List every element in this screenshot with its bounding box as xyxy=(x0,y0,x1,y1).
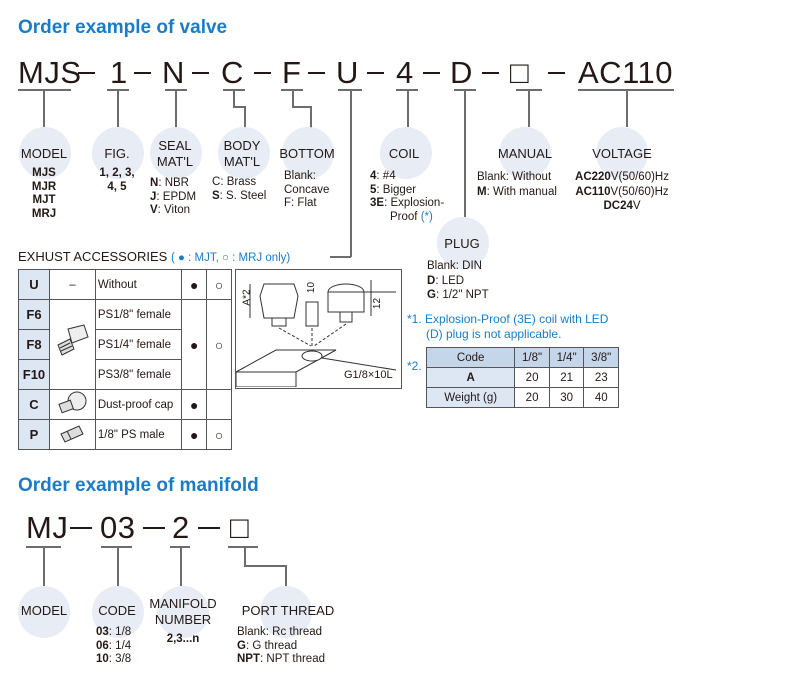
manifold-code-thread: □ xyxy=(230,510,250,545)
coil-values: 4: #4 5: Bigger 3E: Explosion- Proof (*) xyxy=(370,170,445,223)
coil-circle xyxy=(380,127,432,179)
voltage-values: AC220V(50/60)Hz AC110V(50/60)Hz DC24V xyxy=(575,171,669,212)
manifold-code-code: 03 xyxy=(100,510,136,545)
manual-circle xyxy=(499,127,551,179)
dash xyxy=(254,72,271,74)
dash xyxy=(70,527,92,529)
body-circle xyxy=(218,127,270,179)
note-1: *1. Explosion-Proof (3E) coil with LED(D… xyxy=(407,312,609,341)
code-plug: D xyxy=(450,55,473,90)
seal-values: N: NBR J: EPDM V: Viton xyxy=(150,177,197,216)
voltage-label: VOLTAGE xyxy=(592,146,652,161)
plug-circle xyxy=(437,217,489,269)
code-voltage: AC110 xyxy=(578,55,673,90)
manifold-model-label: MODEL xyxy=(20,603,68,618)
dash xyxy=(423,72,440,74)
plug-values: Blank: DIN D: LED G: 1/2" NPT xyxy=(427,260,489,301)
manifold-number-value: 2,3...n xyxy=(166,633,200,645)
thread-label: G1/8×10L xyxy=(344,369,393,381)
manifold-code-values: 03: 1/8 06: 1/4 10: 3/8 xyxy=(96,626,132,665)
manifold-thread-label: PORT THREAD xyxy=(241,603,335,618)
manifold-number-circle xyxy=(157,586,209,638)
code-exhaust: U xyxy=(336,55,359,90)
manifold-thread-values: Blank: Rc thread G: G thread NPT: NPT th… xyxy=(237,626,325,665)
dim-10: 10 xyxy=(306,281,318,294)
manual-values: Blank: Without M: With manual xyxy=(477,171,557,198)
dim-a: A*2 xyxy=(241,289,253,306)
voltage-circle xyxy=(596,127,648,179)
code-seal: N xyxy=(162,55,185,90)
manual-label: MANUAL xyxy=(497,146,553,161)
dash xyxy=(78,72,95,74)
manifold-code-model: MJ xyxy=(26,510,69,545)
table-row: F6 PS1/8" female●○ xyxy=(18,299,232,390)
model-circle xyxy=(19,127,71,179)
manifold-code-number: 2 xyxy=(172,510,190,545)
code-bottom: F xyxy=(282,55,302,90)
table-row: U–Without●○ xyxy=(18,269,232,300)
manifold-title: Order example of manifold xyxy=(18,475,259,496)
manifold-code-circle xyxy=(92,586,144,638)
code-body: C xyxy=(221,55,244,90)
bottom-label: BOTTOM xyxy=(279,146,335,161)
seal-circle xyxy=(150,127,202,179)
dash xyxy=(198,527,220,529)
manifold-thread-circle xyxy=(260,586,312,638)
code-model: MJS xyxy=(18,55,82,90)
code-coil: 4 xyxy=(396,55,414,90)
dash xyxy=(367,72,384,74)
accessories-title: EXHUST ACCESSORIES ( ● : MJT, ○ : MRJ on… xyxy=(18,249,291,264)
code-manual: □ xyxy=(510,55,530,90)
manifold-code-label: CODE xyxy=(98,603,136,618)
note-2-mark: *2. xyxy=(407,359,422,373)
fig-label: FIG. xyxy=(104,146,130,161)
exhaust-drawing: A*2 10 12 G1/8×10L xyxy=(235,269,402,389)
fig-circle xyxy=(92,127,144,179)
female-fitting-icon xyxy=(48,299,96,390)
dust-cap-icon xyxy=(48,389,96,420)
code-fig: 1 xyxy=(110,55,128,90)
dash xyxy=(192,72,209,74)
bottom-circle xyxy=(282,127,334,179)
fig-values: 1, 2, 3,4, 5 xyxy=(99,167,135,193)
dim-12: 12 xyxy=(372,297,384,310)
dash xyxy=(134,72,151,74)
male-fitting-icon xyxy=(48,419,96,450)
dash xyxy=(308,72,325,74)
coil-label: COIL xyxy=(388,146,420,161)
manifold-model-circle xyxy=(18,586,70,638)
model-label: MODEL xyxy=(20,146,68,161)
dash xyxy=(548,72,565,74)
dash xyxy=(143,527,165,529)
dash xyxy=(482,72,499,74)
valve-title: Order example of valve xyxy=(18,17,228,38)
plug-label: PLUG xyxy=(444,236,480,251)
body-values: C: Brass S: S. Steel xyxy=(212,176,267,202)
